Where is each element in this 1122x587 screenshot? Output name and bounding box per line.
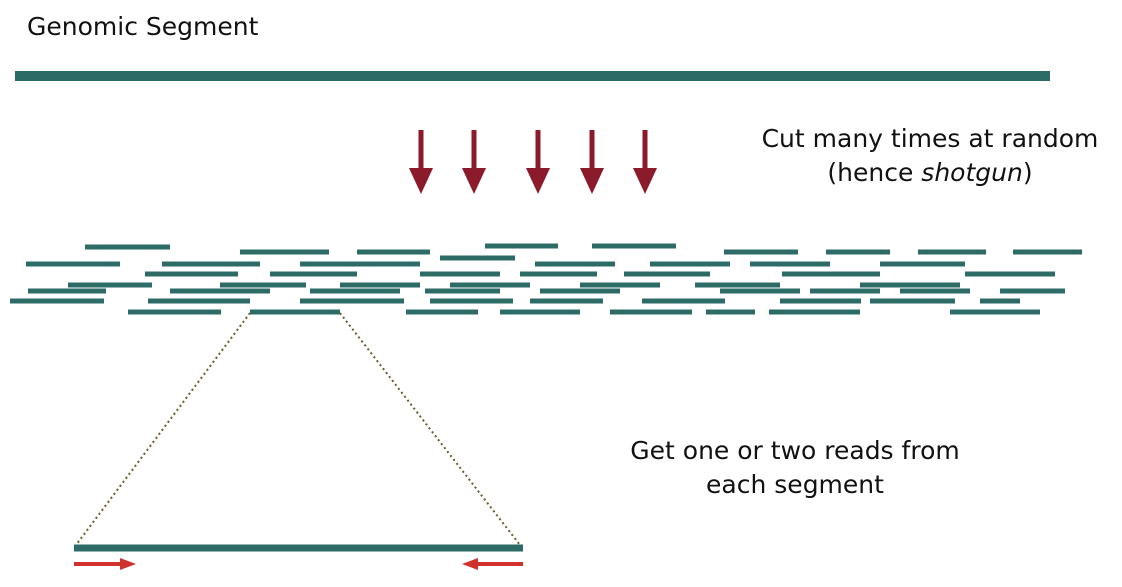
cut-annotation-line-2: (hence shotgun) [720,156,1122,190]
cut-annotation: Cut many times at random (hence shotgun) [720,122,1122,190]
cut-annotation-line-1: Cut many times at random [761,124,1099,153]
genomic-segment-title: Genomic Segment [27,12,259,41]
reverse-read-arrow [462,558,523,570]
cut-arrow [462,130,486,194]
zoom-guide-right [339,312,521,546]
fragment-pile [10,243,1082,315]
forward-read-arrow [74,558,136,570]
cut-arrow [526,130,550,194]
cut-arrow [580,130,604,194]
cut-annotation-prefix: (hence [827,158,922,187]
reads-annotation-line-2: each segment [706,470,884,499]
cut-arrows [409,130,657,194]
zoom-guide-left [75,312,251,546]
reads-annotation: Get one or two reads from each segment [590,434,1000,502]
shotgun-emphasis: shotgun [921,158,1023,187]
reads-annotation-line-1: Get one or two reads from [630,436,960,465]
cut-arrow [633,130,657,194]
cut-annotation-suffix: ) [1022,158,1033,187]
zoom-guides [75,312,521,546]
cut-arrow [409,130,433,194]
